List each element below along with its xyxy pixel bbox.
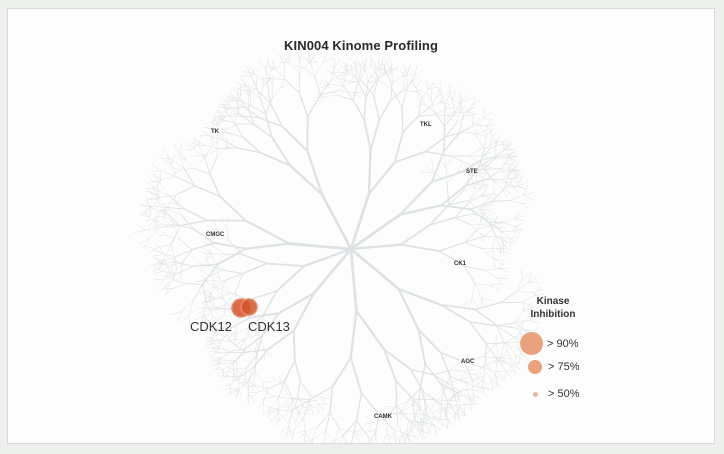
hit-markers bbox=[231, 298, 258, 318]
figure-panel: KIN004 Kinome Profiling TK TKL STE CMGC … bbox=[7, 8, 715, 445]
legend-title-line2: Inhibition bbox=[530, 309, 576, 320]
group-label-tk: TK bbox=[211, 129, 219, 135]
legend-item-50: > 50% bbox=[532, 388, 580, 400]
legend-item-90: > 90% bbox=[520, 332, 579, 355]
legend-label-90: > 90% bbox=[547, 337, 579, 350]
group-label-camk: CAMK bbox=[374, 414, 392, 420]
group-label-ste: STE bbox=[466, 169, 478, 175]
hit-marker-cdk13 bbox=[240, 298, 258, 316]
legend-label-50: > 50% bbox=[548, 388, 580, 400]
legend-label-75: > 75% bbox=[548, 361, 580, 373]
figure-title: KIN004 Kinome Profiling bbox=[284, 38, 438, 53]
group-label-ck1: CK1 bbox=[454, 261, 467, 267]
kinome-tree bbox=[133, 50, 548, 445]
tree-branches bbox=[133, 50, 548, 445]
group-label-cmgc: CMGC bbox=[206, 232, 225, 238]
legend-title-line1: Kinase bbox=[536, 296, 570, 307]
legend-dot-small bbox=[533, 391, 538, 397]
group-label-agc: AGC bbox=[461, 359, 475, 365]
kinase-label-cdk12: CDK12 bbox=[190, 319, 232, 334]
legend-dot-large bbox=[520, 332, 543, 355]
kinase-label-cdk13: CDK13 bbox=[248, 319, 290, 334]
legend-dot-medium bbox=[528, 360, 542, 374]
legend-title: Kinase Inhibition bbox=[518, 295, 588, 321]
legend-item-75: > 75% bbox=[526, 360, 580, 374]
group-label-tkl: TKL bbox=[420, 122, 432, 128]
